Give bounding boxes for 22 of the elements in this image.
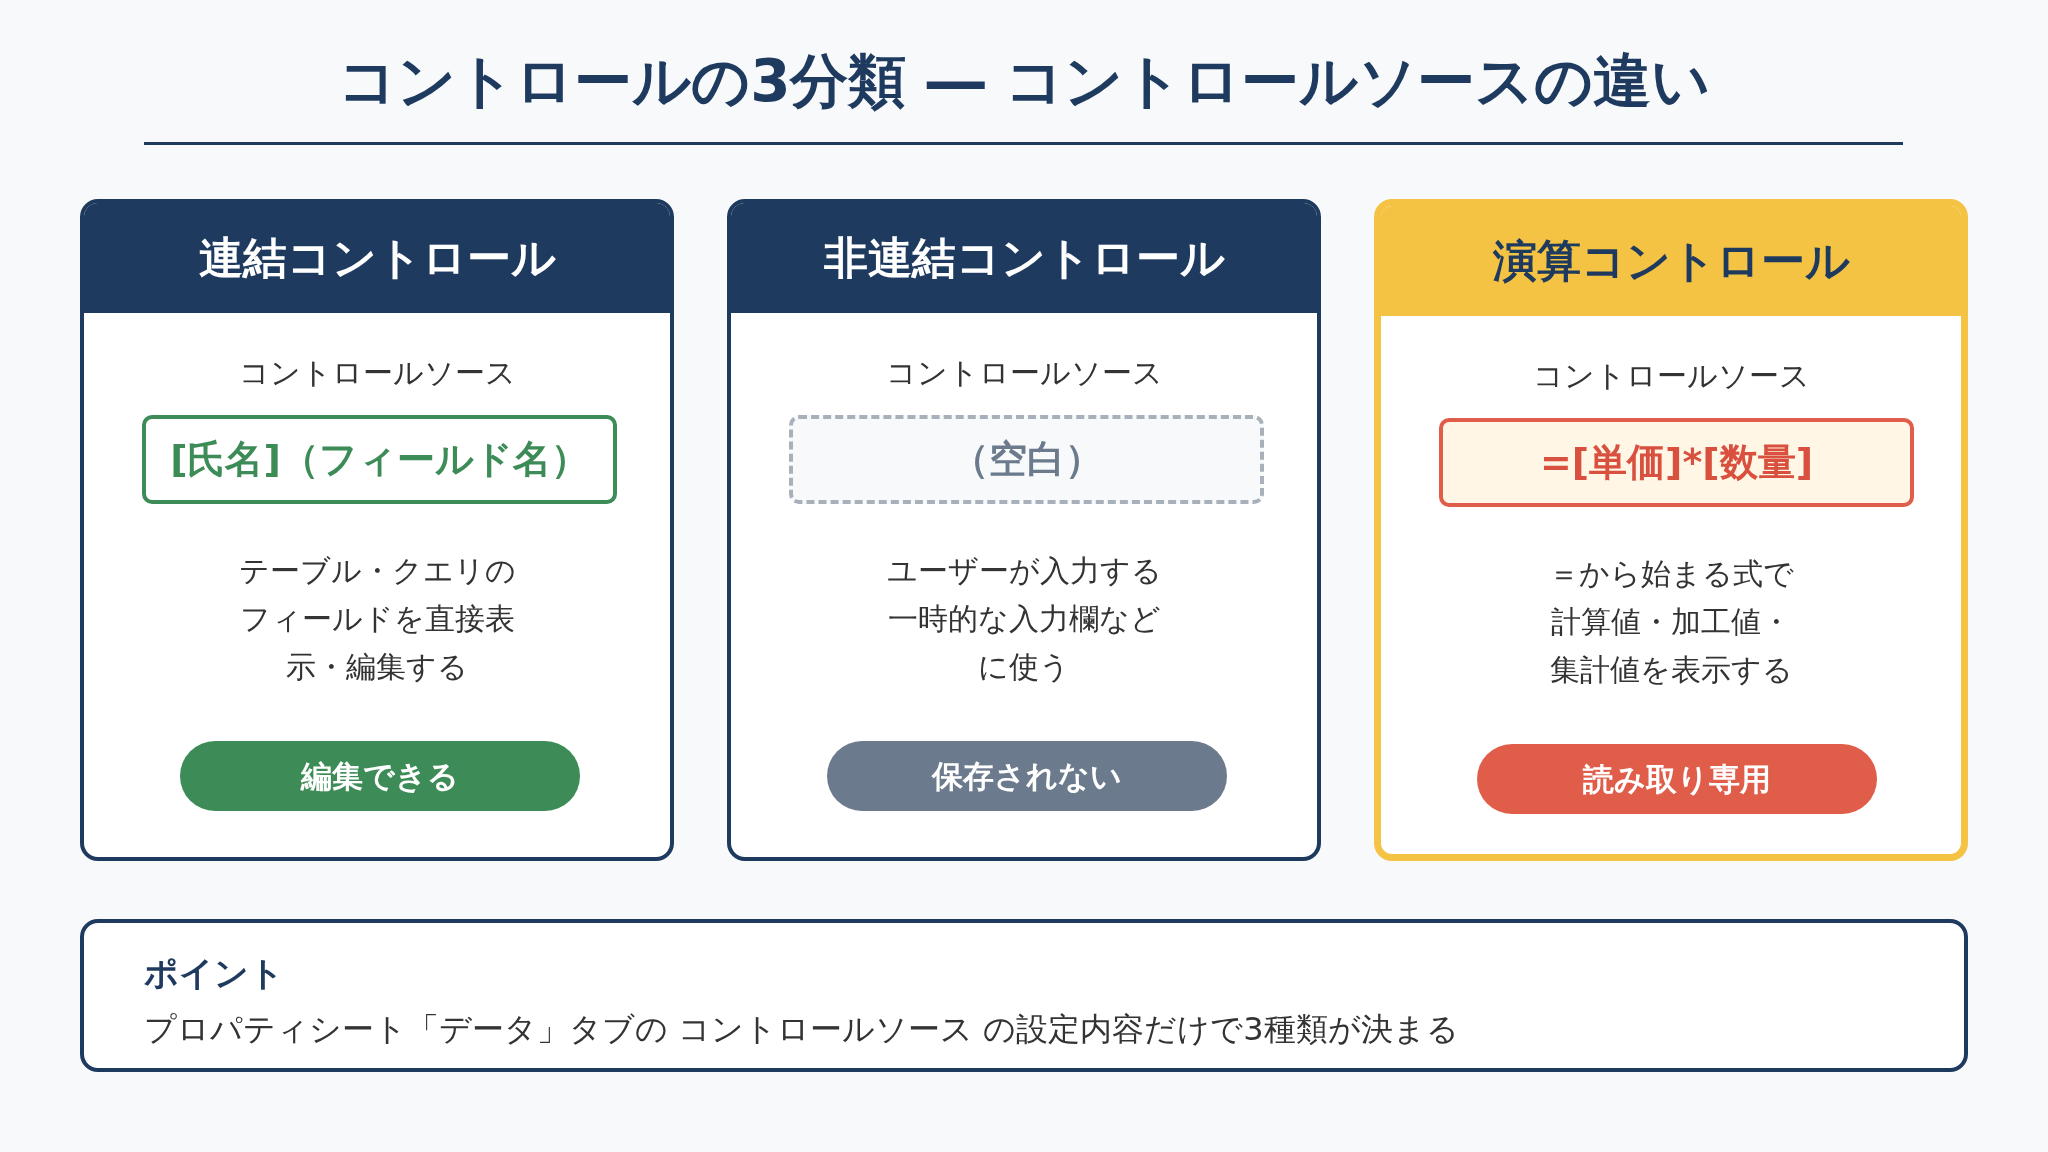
card <box>1374 199 1968 861</box>
card <box>727 199 1321 861</box>
description: テーブル・クエリのフィールドを直接表示・編集する <box>237 552 517 686</box>
note-heading: ポイント <box>144 952 284 995</box>
description: ユーザーが入力する一時的な入力欄などに使う <box>886 552 1162 686</box>
note-box <box>80 919 1968 1072</box>
field-label: コントロールソース <box>238 355 516 390</box>
source-field: [氏名]（フィールド名） <box>142 415 617 504</box>
card-header: 連結コントロール <box>84 203 670 313</box>
note-text: プロパティシート「データ」タブの コントロールソース の設定内容だけで3種類が決まる <box>144 1009 1459 1050</box>
source-field: （空白） <box>789 415 1264 504</box>
card <box>80 199 674 861</box>
card-header: 非連結コントロール <box>731 203 1317 313</box>
status-badge: 編集できる <box>180 741 580 811</box>
source-field: =[単価]*[数量] <box>1439 418 1914 507</box>
status-badge: 読み取り専用 <box>1477 744 1877 814</box>
field-label: コントロールソース <box>1532 358 1810 393</box>
field-label: コントロールソース <box>885 355 1163 390</box>
status-badge: 保存されない <box>827 741 1227 811</box>
description: ＝から始まる式で計算値・加工値・集計値を表示する <box>1548 555 1794 689</box>
title: コントロールの3分類 ― コントロールソースの違い <box>338 47 1710 115</box>
card-header: 演算コントロール <box>1381 206 1961 316</box>
